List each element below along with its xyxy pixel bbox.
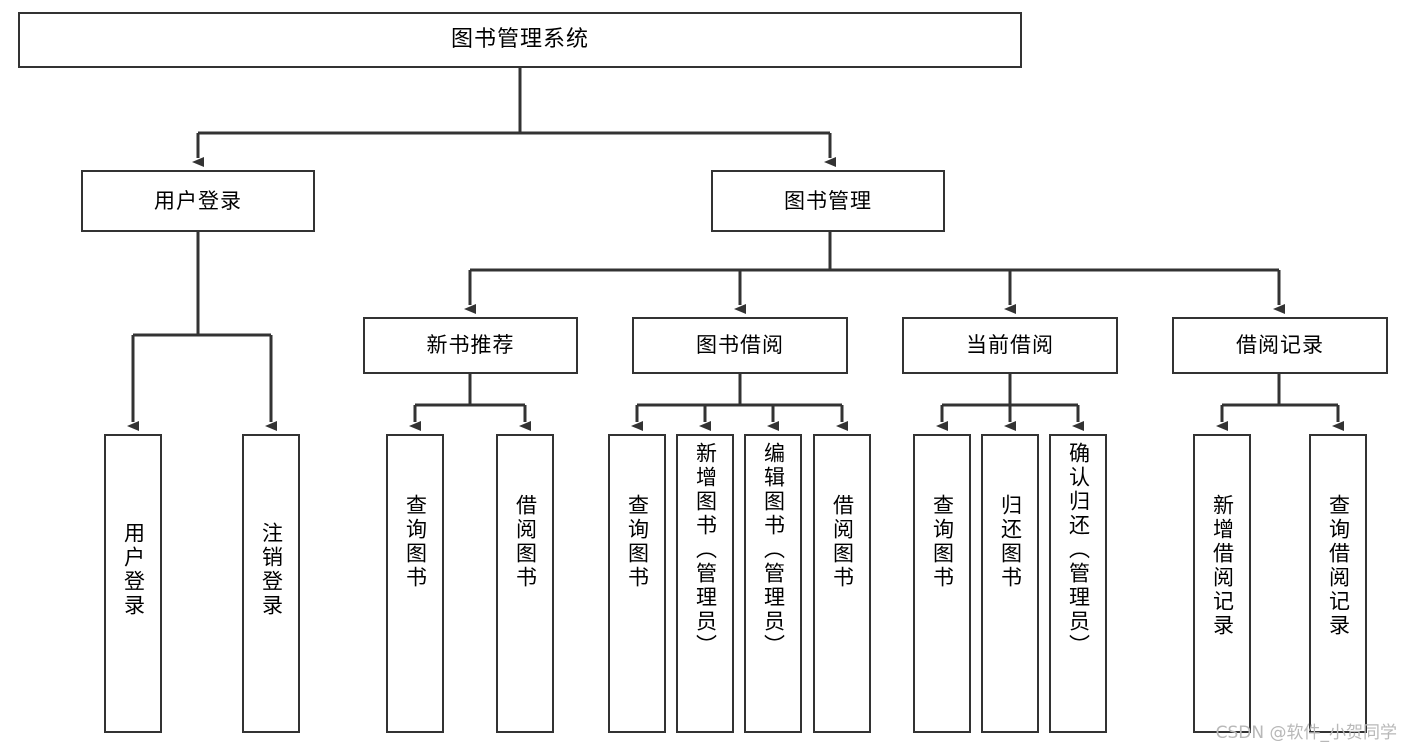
node-user-login-label: 用户登录 [154,188,242,213]
node-new-book-recommend[interactable]: 新书推荐 [363,317,578,374]
node-user-login[interactable]: 用户登录 [81,170,315,232]
node-leaf-query-book-recommend-label: 查询图书 [403,494,428,590]
node-book-management-label: 图书管理 [784,188,872,213]
node-leaf-add-book-admin[interactable]: 新增图书（管理员） [676,434,734,733]
node-root-system[interactable]: 图书管理系统 [18,12,1022,68]
node-leaf-confirm-return-admin-label: 确认归还（管理员） [1066,442,1091,658]
node-leaf-user-login-label: 用户登录 [121,522,146,618]
node-leaf-edit-book-admin[interactable]: 编辑图书（管理员） [744,434,802,733]
watermark-text: CSDN @软件_小贺同学 [1215,723,1397,743]
node-current-borrow[interactable]: 当前借阅 [902,317,1118,374]
node-leaf-add-borrow-record[interactable]: 新增借阅记录 [1193,434,1251,733]
node-leaf-logout[interactable]: 注销登录 [242,434,300,733]
node-leaf-query-book-recommend[interactable]: 查询图书 [386,434,444,733]
node-leaf-user-login[interactable]: 用户登录 [104,434,162,733]
node-leaf-borrow-book-recommend[interactable]: 借阅图书 [496,434,554,733]
node-leaf-query-borrow-record[interactable]: 查询借阅记录 [1309,434,1367,733]
node-leaf-query-book-current[interactable]: 查询图书 [913,434,971,733]
node-borrow-record-label: 借阅记录 [1236,333,1324,358]
node-leaf-add-borrow-record-label: 新增借阅记录 [1210,494,1235,638]
node-leaf-query-book-current-label: 查询图书 [930,494,955,590]
node-book-management[interactable]: 图书管理 [711,170,945,232]
node-leaf-edit-book-admin-label: 编辑图书（管理员） [761,442,786,658]
node-book-borrow-label: 图书借阅 [696,333,784,358]
node-leaf-return-book-label: 归还图书 [998,494,1023,590]
node-leaf-query-book-borrow-label: 查询图书 [625,494,650,590]
node-leaf-confirm-return-admin[interactable]: 确认归还（管理员） [1049,434,1107,733]
node-new-book-recommend-label: 新书推荐 [426,333,515,358]
node-borrow-record[interactable]: 借阅记录 [1172,317,1388,374]
node-leaf-return-book[interactable]: 归还图书 [981,434,1039,733]
node-leaf-query-borrow-record-label: 查询借阅记录 [1326,494,1351,638]
node-root-system-label: 图书管理系统 [450,27,589,53]
node-book-borrow[interactable]: 图书借阅 [632,317,848,374]
node-leaf-borrow-book-label: 借阅图书 [830,494,855,590]
node-leaf-add-book-admin-label: 新增图书（管理员） [693,442,718,658]
node-leaf-borrow-book-recommend-label: 借阅图书 [513,494,538,590]
node-current-borrow-label: 当前借阅 [966,333,1054,358]
node-leaf-borrow-book[interactable]: 借阅图书 [813,434,871,733]
node-leaf-query-book-borrow[interactable]: 查询图书 [608,434,666,733]
node-leaf-logout-label: 注销登录 [259,522,284,618]
